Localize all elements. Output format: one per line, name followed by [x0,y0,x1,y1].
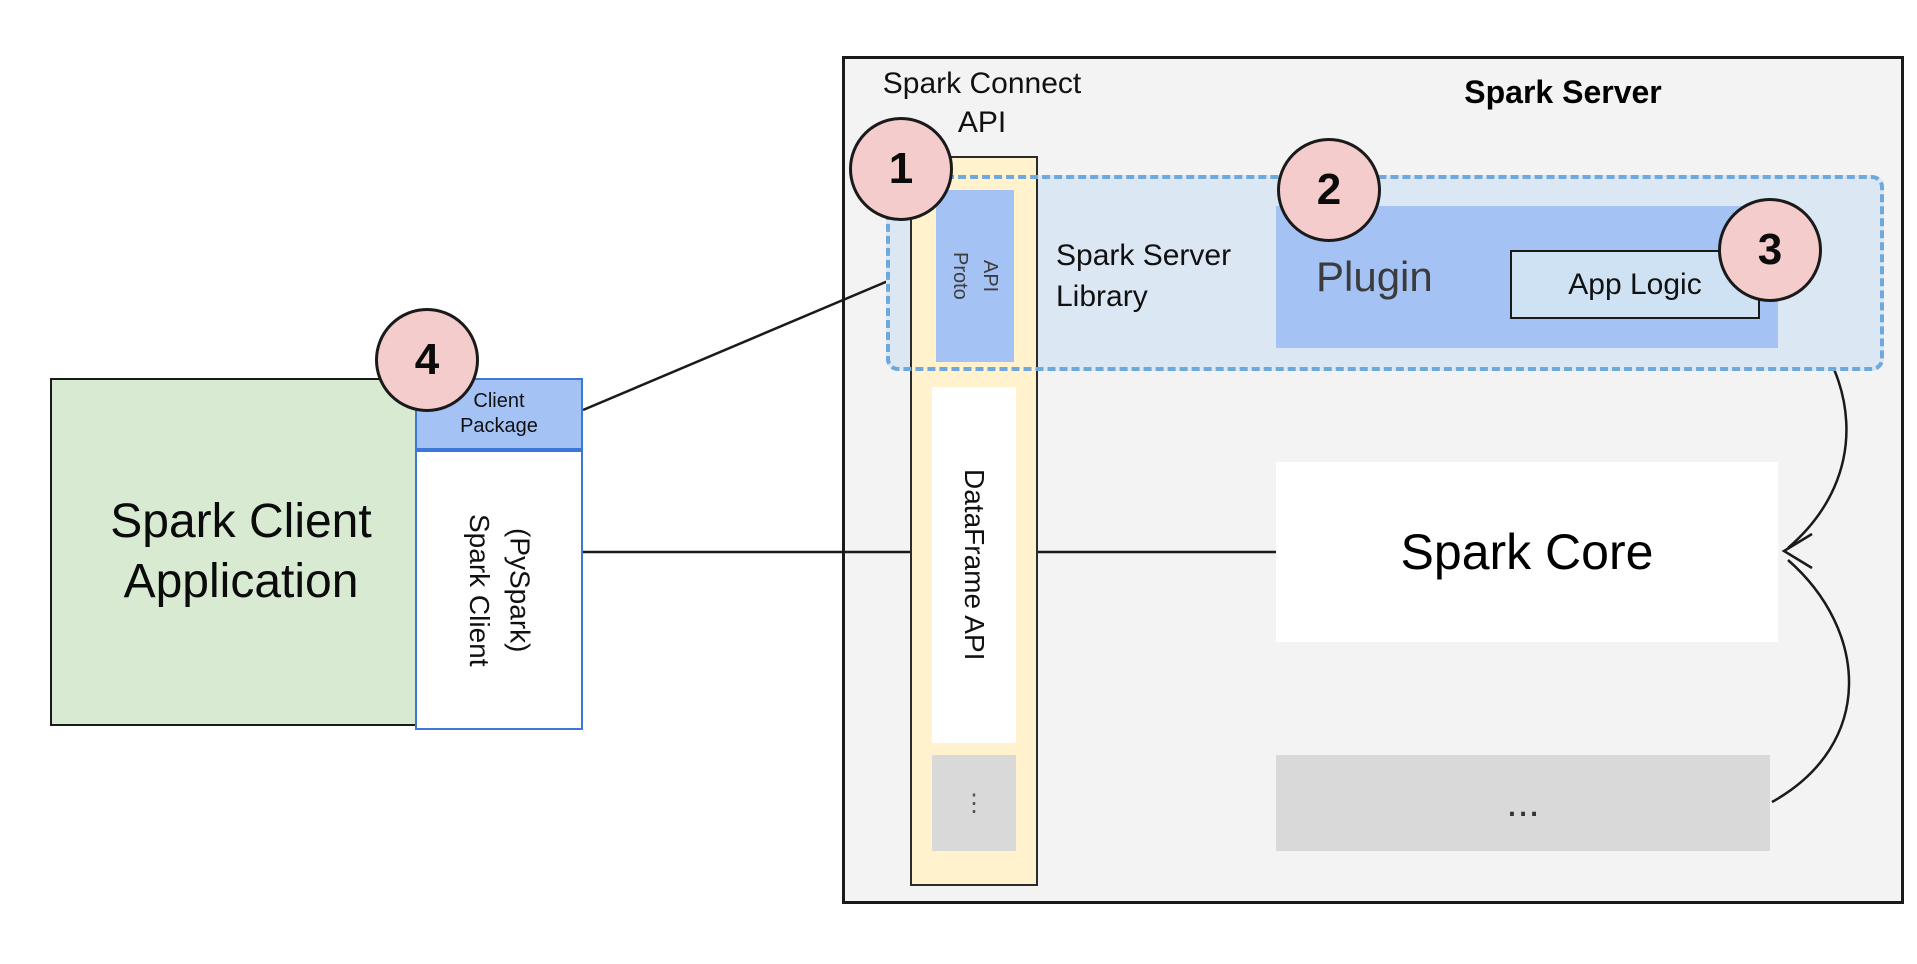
step-badge-3: 3 [1718,198,1822,302]
spark-server-title: Spark Server [1464,74,1662,110]
client-package-to-proto-api-line [582,279,889,412]
proto-api-line1: Proto [949,252,971,300]
dataframe-api-box: DataFrame API [932,387,1016,743]
connect-api-line2: API [957,106,1007,139]
library-line2: Library [1056,279,1148,313]
app-label-line2: Application [123,555,359,608]
step-badge-4: 4 [375,308,479,412]
spark-client-application-label: Spark Client Application [52,380,430,724]
spark-connect-api-label: Spark Connect API [857,64,1107,142]
spark-server-library-label: Spark Server Library [1056,236,1231,317]
proto-api-line2: API [979,259,1001,293]
proto-api-box: Proto API [936,190,1014,362]
spark-client-pyspark-label: Spark Client (PySpark) [458,514,539,667]
server-ellipsis-box: ... [1276,755,1770,851]
connect-api-line1: Spark Connect [882,67,1082,100]
library-line1: Spark Server [1056,239,1232,272]
arrowhead-icon [1781,532,1813,570]
spark-core-to-more-arc [1771,559,1851,804]
spark-client-line1: Spark Client [464,513,495,667]
plugin-label: Plugin [1316,253,1433,300]
spark-client-line2: (PySpark) [504,527,536,653]
client-package-line1: Client [473,390,525,412]
client-package-line2: Package [460,415,538,437]
app-logic-box: App Logic [1510,250,1760,319]
api-column-ellipsis-box: ⋮ [932,755,1016,851]
step-badge-2: 2 [1277,138,1381,242]
dataframe-api-label: DataFrame API [959,469,990,661]
spark-core-box: Spark Core [1276,462,1778,642]
app-label-line1: Spark Client [110,495,372,548]
step-badge-1: 1 [849,117,953,221]
proto-api-label: Proto API [945,252,1005,300]
spark-client-pyspark-box: Spark Client (PySpark) [415,450,583,730]
